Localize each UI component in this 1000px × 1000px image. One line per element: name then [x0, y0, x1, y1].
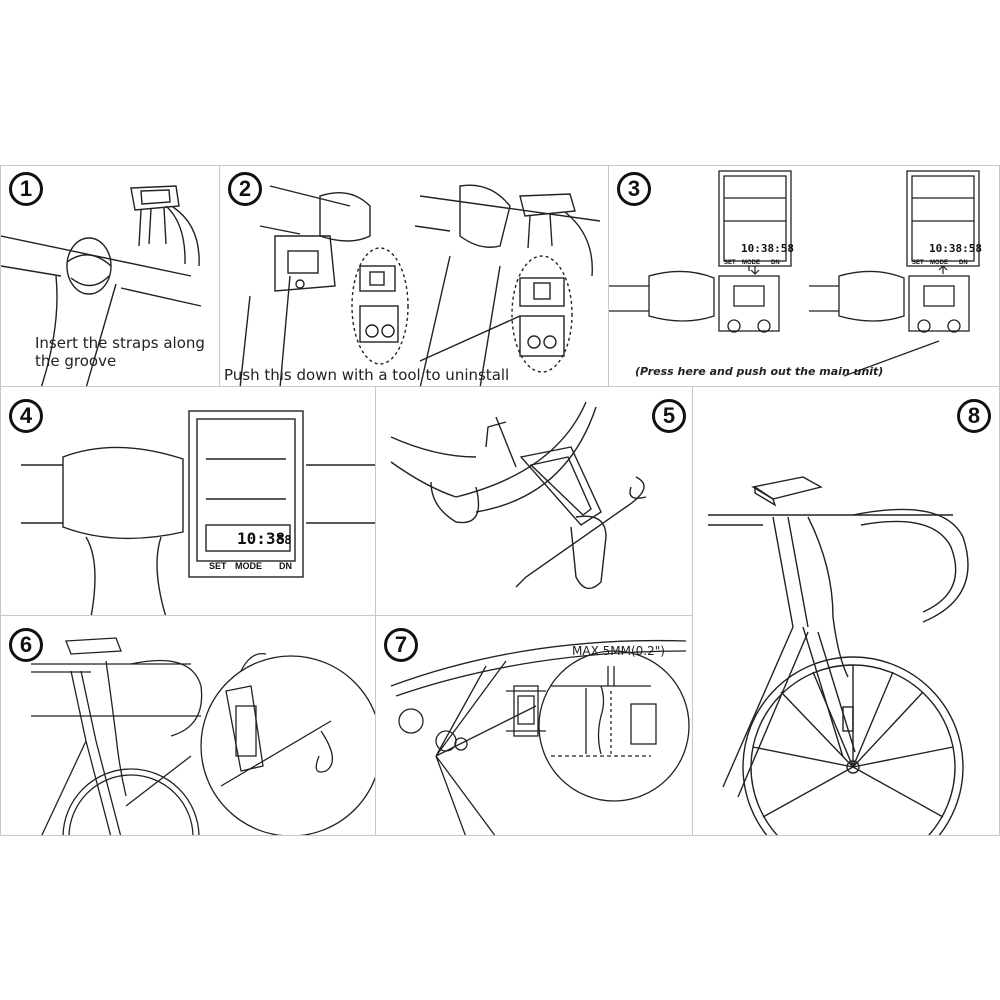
step-3-btn-set-right: SET [912, 260, 924, 266]
step-1-caption-line1: Insert the straps along [35, 334, 205, 352]
step-2-illustration [239, 184, 601, 386]
step-8-illustration [708, 476, 969, 835]
step-number-7: 7 [384, 628, 418, 662]
step-3-illustration: 10:38:58 10:38:58 SET MODE DN SET MODE D… [609, 170, 982, 377]
step-1-illustration [1, 185, 202, 386]
step-7-illustration [390, 639, 690, 835]
step-7-panel: 7 MAX 5MM(0.2") [375, 615, 693, 836]
step-number-6: 6 [9, 628, 43, 662]
step-3-btn-dn-right: DN [959, 260, 968, 266]
step-3-btn-mode-left: MODE [742, 260, 760, 266]
step-4-illustration: 10:38 58 SET MODE DN [21, 410, 375, 615]
step-4-btn-mode: MODE [235, 561, 262, 571]
step-3-btn-set-left: SET [724, 260, 736, 266]
step-4-lcd-seconds: 58 [277, 533, 291, 547]
step-6-illustration [31, 637, 375, 835]
step-4-btn-dn: DN [279, 561, 292, 571]
step-number-2: 2 [228, 172, 262, 206]
step-1-caption-line2: the groove [35, 352, 117, 370]
step-2-caption: Push this down with a tool to uninstall [224, 366, 510, 384]
step-6-panel: 6 [0, 615, 376, 836]
step-4-btn-set: SET [209, 561, 227, 571]
step-5-illustration [390, 401, 647, 590]
step-number-1: 1 [9, 172, 43, 206]
step-number-5: 5 [652, 399, 686, 433]
step-3-caption: (Press here and push out the main unit) [635, 365, 884, 378]
step-number-3: 3 [617, 172, 651, 206]
step-1-panel: 1 Insert the straps along the groove [0, 165, 220, 387]
step-3-lcd-right-time: 10:38:58 [929, 242, 982, 255]
step-3-panel: 10:38:58 10:38:58 SET MODE DN SET MODE D… [608, 165, 1000, 387]
step-4-lcd-time: 10:38 [237, 529, 285, 548]
step-3-lcd-left-time: 10:38:58 [741, 242, 794, 255]
step-5-panel: 5 [375, 386, 693, 616]
step-2-panel: 2 Push this down with a tool to uninstal… [219, 165, 609, 387]
step-7-caption: MAX 5MM(0.2") [572, 644, 665, 658]
step-4-panel: 10:38 58 SET MODE DN 4 [0, 386, 376, 616]
step-8-panel: 8 [692, 386, 1000, 836]
step-3-btn-dn-left: DN [771, 260, 780, 266]
step-number-8: 8 [957, 399, 991, 433]
step-number-4: 4 [9, 399, 43, 433]
step-3-btn-mode-right: MODE [930, 260, 948, 266]
